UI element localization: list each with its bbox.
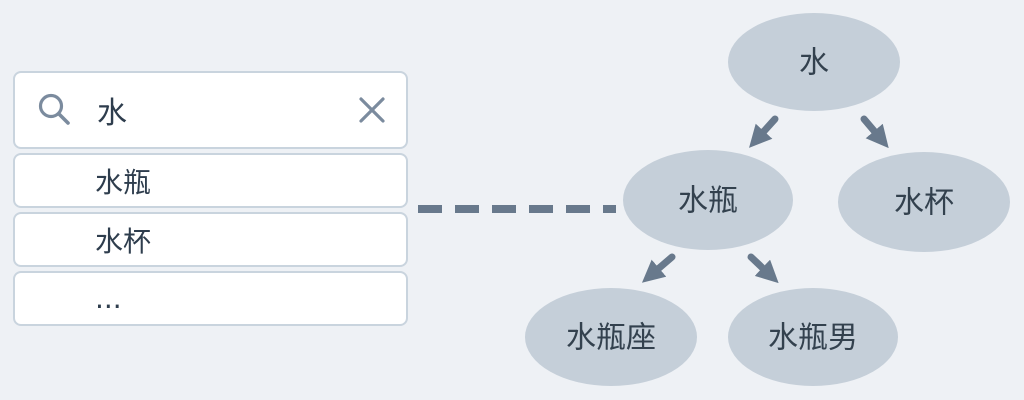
suggestion-label: ... [95, 282, 122, 315]
tree-node-aquarius: 水瓶座 [525, 288, 697, 386]
suggestion-item-more[interactable]: ... [13, 271, 408, 326]
edge-water-bottle-to-aquarius [641, 253, 676, 283]
tree-node-water-cup: 水杯 [838, 152, 1010, 252]
tree-node-water-cup-label: 水杯 [894, 186, 954, 221]
search-input[interactable] [97, 92, 356, 128]
suggestion-item-water-cup[interactable]: 水杯 [13, 212, 408, 267]
edge-water-to-water-bottle [749, 115, 779, 148]
tree-node-aquarius-label: 水瓶座 [566, 321, 656, 356]
tree-node-aquarius-man-label: 水瓶男 [768, 321, 858, 356]
tree-node-water-label: 水 [799, 46, 829, 81]
suggestion-label: 水瓶 [95, 165, 152, 199]
edge-water-to-water-cup [860, 115, 889, 149]
tree-node-water-bottle-label: 水瓶 [678, 184, 738, 219]
search-panel: 水瓶 水杯 ... [13, 71, 408, 326]
search-box [13, 71, 408, 149]
close-icon [359, 97, 385, 123]
tree-node-water: 水 [728, 13, 900, 111]
edge-water-bottle-to-aquarius-man [747, 253, 779, 284]
suggestion-item-water-bottle[interactable]: 水瓶 [13, 153, 408, 208]
search-icon [38, 93, 70, 125]
clear-search-button[interactable] [356, 94, 388, 126]
suggestion-label: 水杯 [95, 224, 152, 258]
tree-node-water-bottle: 水瓶 [623, 150, 793, 250]
tree-node-aquarius-man: 水瓶男 [728, 288, 898, 386]
